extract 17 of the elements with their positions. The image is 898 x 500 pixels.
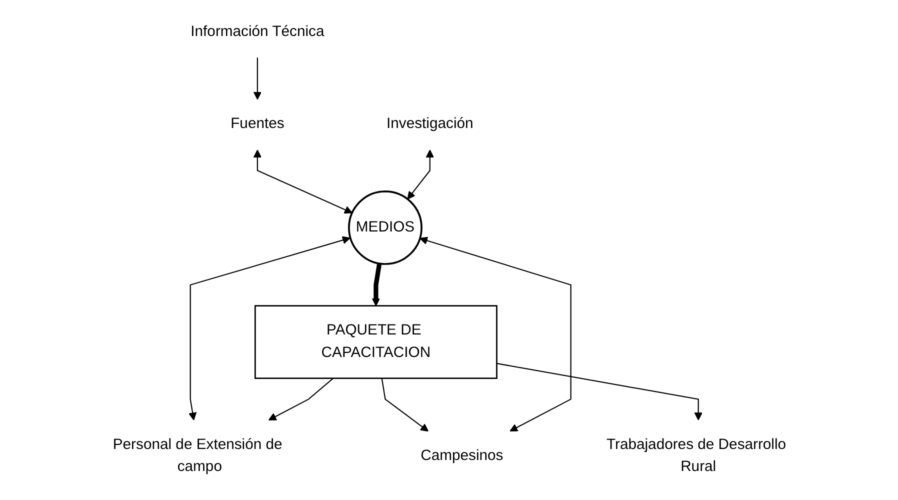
node-text: Información Técnica xyxy=(190,24,324,40)
node-circle: MEDIOS xyxy=(348,190,422,265)
node-text: Campesinos xyxy=(420,448,504,464)
arrow xyxy=(253,150,352,214)
arrow xyxy=(496,362,702,420)
arrow xyxy=(188,236,350,420)
arrow xyxy=(372,263,382,306)
node-text: Personal de Extensión de campo xyxy=(112,436,282,475)
node-text: Fuentes xyxy=(230,116,284,132)
arrow xyxy=(420,236,572,432)
arrow xyxy=(268,378,334,420)
arrow xyxy=(381,378,429,432)
node-box: PAQUETE DE CAPACITACION xyxy=(254,305,498,379)
node-text: Trabajadores de Desarrollo Rural xyxy=(606,436,786,475)
arrow xyxy=(253,58,262,100)
node-text: Investigación xyxy=(386,116,474,132)
arrow xyxy=(407,150,434,200)
